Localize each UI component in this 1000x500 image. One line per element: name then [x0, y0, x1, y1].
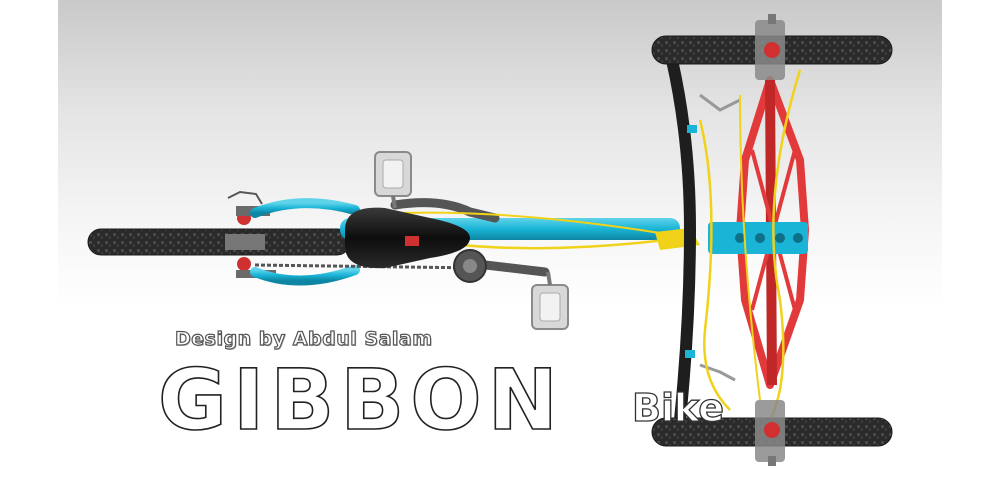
brand-suffix: Bike	[631, 386, 725, 430]
pedal-bottom	[531, 271, 569, 330]
front-wheel-top	[651, 14, 893, 80]
designer-credit: Design by Abdul Salam	[174, 327, 433, 350]
handlebar	[666, 54, 741, 426]
front-frame	[708, 76, 809, 389]
brand-logo-text: GIBBON	[157, 351, 564, 449]
rear-stays	[250, 198, 481, 286]
saddle	[345, 207, 470, 269]
front-wheel-bottom	[651, 400, 893, 466]
pedal-top	[374, 151, 412, 209]
cables	[698, 69, 802, 421]
